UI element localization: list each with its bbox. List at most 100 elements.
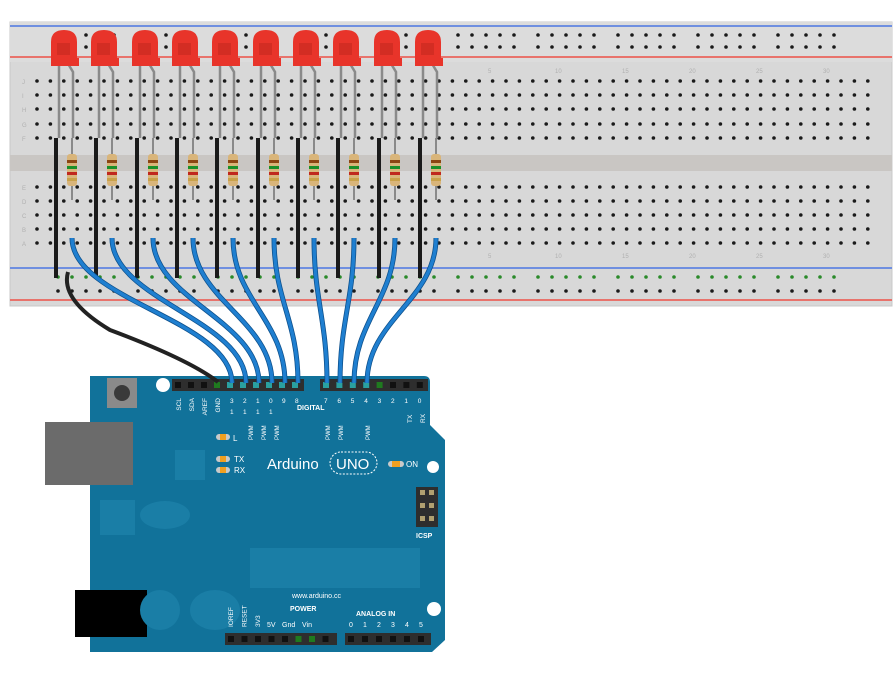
breadboard-hole	[665, 241, 669, 245]
ground-jumper	[54, 138, 58, 278]
breadboard-hole	[102, 122, 106, 126]
breadboard-hole	[758, 213, 763, 217]
row-label: F	[22, 137, 26, 143]
breadboard-hole	[584, 213, 589, 217]
breadboard-hole	[209, 241, 213, 245]
resistor-band	[269, 178, 279, 181]
breadboard-hole	[691, 213, 696, 217]
breadboard-hole	[48, 79, 53, 83]
rail-hole	[672, 289, 676, 293]
breadboard-hole	[839, 227, 843, 231]
breadboard-hole	[356, 122, 361, 126]
breadboard-hole	[370, 241, 374, 245]
resistor-band	[349, 178, 359, 181]
breadboard-hole	[571, 199, 575, 203]
breadboard-hole	[504, 199, 508, 203]
breadboard-hole	[665, 199, 669, 203]
breadboard-hole	[785, 199, 790, 203]
breadboard-hole	[75, 227, 79, 231]
pin-label: 0	[269, 398, 273, 405]
breadboard-hole	[772, 199, 776, 203]
rail-hole	[324, 289, 328, 293]
breadboard-hole	[598, 79, 602, 83]
breadboard-hole	[812, 213, 816, 217]
breadboard-hole	[222, 213, 227, 217]
rail-hole	[630, 45, 634, 49]
breadboard-hole	[464, 107, 468, 111]
resistor-band	[188, 166, 198, 169]
row-label: B	[22, 228, 26, 234]
breadboard-hole	[236, 185, 240, 189]
breadboard-hole	[155, 79, 160, 83]
breadboard-hole	[263, 136, 267, 140]
rail-hole	[404, 33, 408, 37]
breadboard-hole	[718, 227, 723, 231]
reset-button-cap[interactable]	[114, 385, 130, 401]
breadboard-hole	[544, 213, 548, 217]
breadboard-hole	[825, 227, 830, 231]
rail-hole	[672, 275, 676, 279]
breadboard-hole	[598, 93, 602, 97]
rail-hole	[804, 33, 808, 37]
pin-label: 5	[351, 398, 355, 405]
rail-hole	[512, 33, 516, 37]
signal-wire	[191, 237, 274, 384]
breadboard-hole	[799, 79, 803, 83]
breadboard-hole	[102, 213, 106, 217]
breadboard-hole	[584, 241, 589, 245]
analog-pin-label: 3	[391, 622, 395, 629]
column-label: 10	[555, 254, 562, 260]
pin-label: TX	[407, 414, 414, 423]
icsp-pin	[420, 516, 425, 521]
rail-hole	[672, 45, 676, 49]
breadboard-hole	[75, 199, 79, 203]
breadboard-hole	[75, 79, 79, 83]
breadboard-hole	[839, 79, 843, 83]
breadboard-hole	[142, 79, 146, 83]
breadboard-hole	[557, 227, 562, 231]
rail-hole	[832, 45, 836, 49]
breadboard-hole	[705, 185, 709, 189]
breadboard-hole	[651, 107, 656, 111]
breadboard-hole	[155, 199, 160, 203]
rail-hole	[724, 275, 728, 279]
column-label: 15	[622, 254, 629, 260]
resistor-band	[107, 166, 117, 169]
breadboard-hole	[249, 213, 254, 217]
breadboard-hole	[209, 185, 213, 189]
breadboard-hole	[169, 185, 173, 189]
breadboard-hole	[142, 199, 146, 203]
breadboard-hole	[196, 93, 200, 97]
breadboard-hole	[249, 199, 254, 203]
breadboard-hole	[611, 227, 615, 231]
rail-hole	[484, 275, 488, 279]
breadboard-hole	[182, 107, 187, 111]
rail-hole	[616, 289, 620, 293]
website-label: www.arduino.cc	[291, 593, 342, 600]
breadboard-hole	[35, 79, 39, 83]
icsp-pin	[420, 503, 425, 508]
breadboard-hole	[678, 227, 682, 231]
digital-pin	[416, 382, 423, 388]
breadboard-hole	[772, 227, 776, 231]
rail-hole	[230, 289, 234, 293]
breadboard-hole	[397, 107, 401, 111]
breadboard-hole	[129, 227, 133, 231]
resistor	[67, 154, 77, 186]
rail-hole	[710, 275, 714, 279]
breadboard-hole	[718, 93, 723, 97]
breadboard-hole	[638, 93, 642, 97]
breadboard-hole	[718, 136, 723, 140]
breadboard-hole	[115, 122, 120, 126]
breadboard-hole	[464, 136, 468, 140]
breadboard-hole	[169, 122, 173, 126]
breadboard-hole	[705, 122, 709, 126]
rail-hole	[456, 289, 460, 293]
resistor-band	[349, 172, 359, 175]
resistor-band	[349, 160, 359, 163]
resistor-band	[67, 160, 77, 163]
breadboard-hole	[758, 227, 763, 231]
breadboard-hole	[316, 241, 321, 245]
breadboard-hole	[423, 213, 428, 217]
rail-hole	[752, 33, 756, 37]
